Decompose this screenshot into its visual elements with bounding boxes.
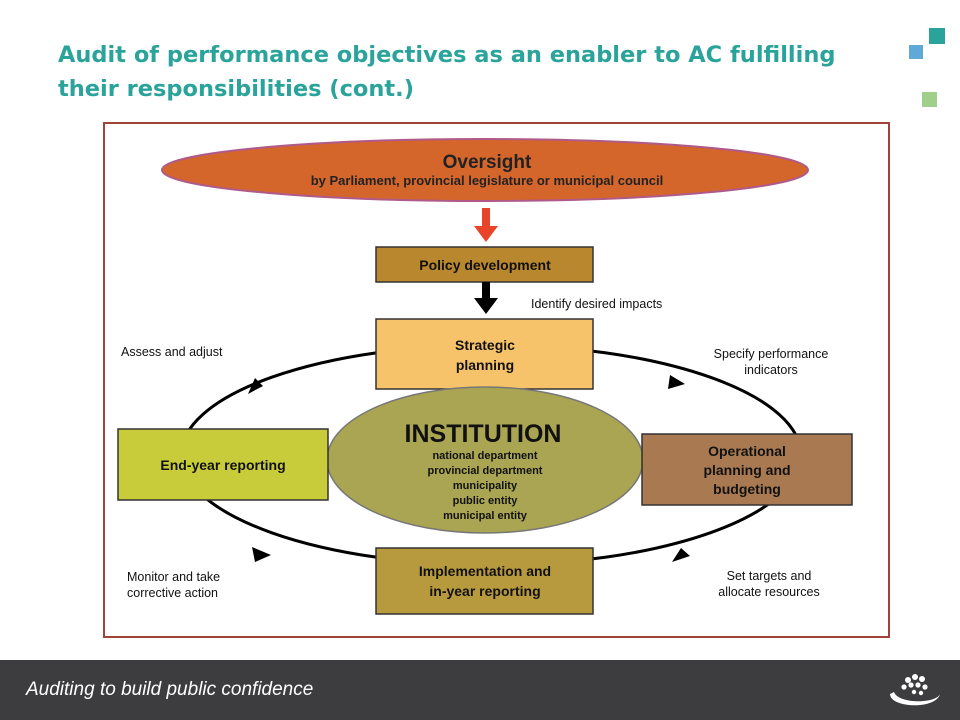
cycle-arrow-top-right bbox=[668, 375, 685, 389]
institution-item: municipal entity bbox=[443, 510, 528, 522]
decor-square-green bbox=[922, 92, 937, 107]
oversight-down-arrow bbox=[474, 208, 498, 242]
oversight-ellipse bbox=[161, 138, 809, 202]
implementation-box bbox=[375, 547, 594, 615]
monitor-line2: corrective action bbox=[127, 586, 218, 600]
operational-planning-line2: planning and bbox=[703, 462, 790, 478]
policy-development-label: Policy development bbox=[419, 257, 551, 273]
strategic-planning-box bbox=[375, 318, 594, 390]
slide-title: Audit of performance objectives as an en… bbox=[58, 38, 888, 106]
assess-and-adjust-label: Assess and adjust bbox=[121, 345, 223, 359]
decor-square-blue bbox=[909, 45, 923, 59]
institution-title: INSTITUTION bbox=[405, 420, 562, 448]
strategic-planning-line1: Strategic bbox=[455, 337, 515, 353]
operational-planning-box bbox=[641, 433, 853, 506]
policy-development-box bbox=[375, 246, 594, 283]
implementation-line2: in-year reporting bbox=[429, 583, 540, 599]
slide-title-line2: their responsibilities (cont.) bbox=[58, 76, 414, 102]
operational-planning-line1: Operational bbox=[708, 443, 786, 459]
footer-tagline: Auditing to build public confidence bbox=[26, 679, 314, 700]
footer-bar bbox=[0, 660, 960, 720]
performance-cycle-diagram: Oversight by Parliament, provincial legi… bbox=[103, 122, 890, 638]
agsa-logo-icon bbox=[884, 668, 946, 719]
slide-title-line1: Audit of performance objectives as an en… bbox=[58, 42, 836, 68]
specify-indicators-line2: indicators bbox=[744, 363, 798, 377]
implementation-line1: Implementation and bbox=[419, 563, 551, 579]
end-year-reporting-box bbox=[117, 428, 329, 501]
diagram-canvas: Oversight by Parliament, provincial legi… bbox=[117, 138, 853, 615]
specify-indicators-line1: Specify performance bbox=[714, 347, 829, 361]
oversight-title: Oversight bbox=[443, 152, 532, 173]
monitor-line1: Monitor and take bbox=[127, 570, 220, 584]
set-targets-line2: allocate resources bbox=[718, 585, 819, 599]
oversight-subtitle: by Parliament, provincial legislature or… bbox=[311, 173, 664, 188]
end-year-reporting-label: End-year reporting bbox=[160, 457, 285, 473]
institution-item: public entity bbox=[453, 495, 519, 507]
identify-desired-impacts-label: Identify desired impacts bbox=[531, 297, 662, 311]
cycle-arrow-bottom-left bbox=[252, 547, 271, 562]
cycle-arrow-bottom-right bbox=[672, 548, 690, 562]
operational-planning-line3: budgeting bbox=[713, 481, 781, 497]
decor-square-teal bbox=[929, 28, 945, 44]
policy-down-arrow bbox=[474, 282, 498, 314]
set-targets-line1: Set targets and bbox=[727, 569, 812, 583]
institution-item: national department bbox=[432, 450, 537, 462]
institution-item: municipality bbox=[453, 480, 518, 492]
cycle-arrow-top-left bbox=[248, 378, 263, 394]
institution-item: provincial department bbox=[428, 465, 543, 477]
strategic-planning-line2: planning bbox=[456, 357, 514, 373]
